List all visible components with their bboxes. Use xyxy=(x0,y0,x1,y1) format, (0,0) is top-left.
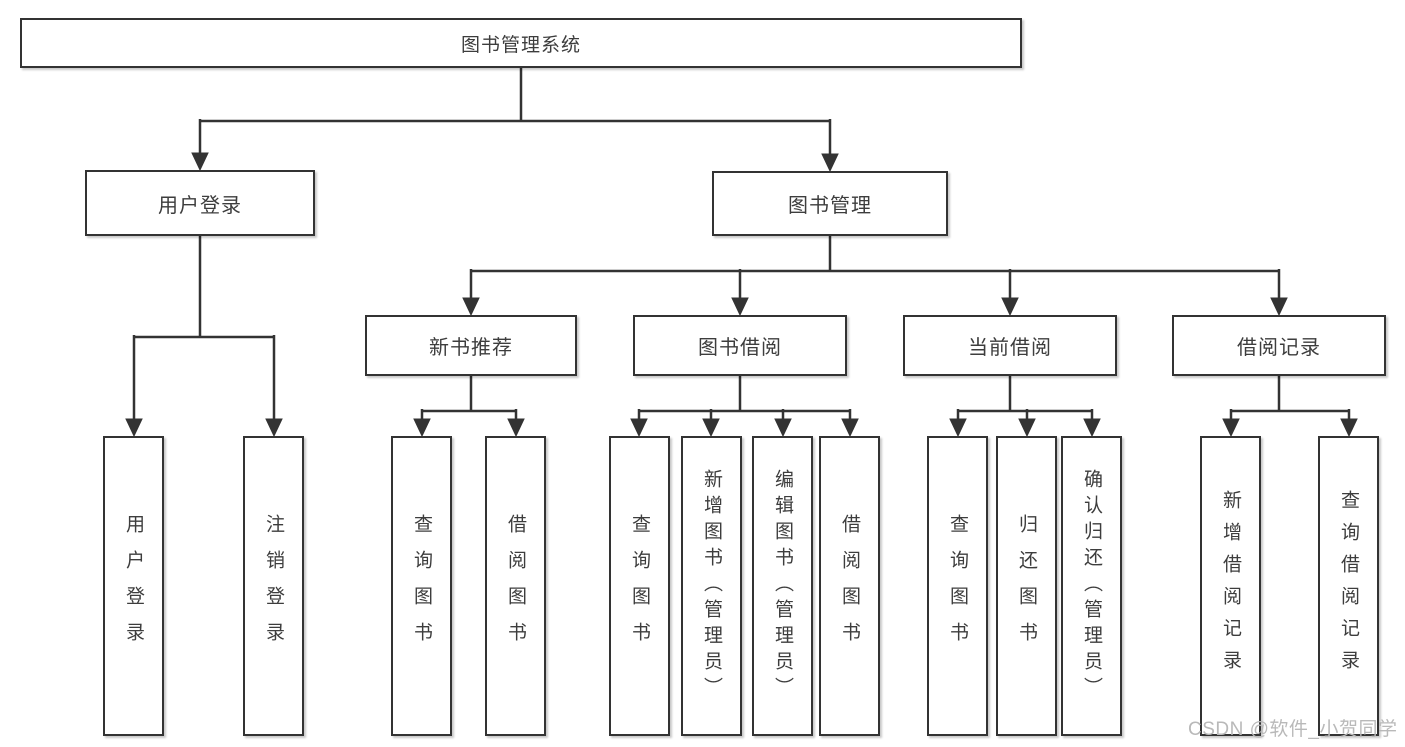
leaf-query-books-recommend: 查询图书 xyxy=(391,436,452,736)
node-label: 查询图书 xyxy=(411,514,432,658)
arrowhead-icon xyxy=(1001,297,1019,317)
connector-newbook-to-leaves xyxy=(413,376,525,438)
arrowhead-icon xyxy=(1083,418,1101,438)
connector-currentborrow-to-leaves xyxy=(949,376,1101,438)
arrowhead-icon xyxy=(1222,418,1240,438)
arrowhead-icon xyxy=(774,418,792,438)
connector-userlogin-to-leaves xyxy=(125,236,283,438)
leaf-query-books-borrow: 查询图书 xyxy=(609,436,670,736)
node-label: 借阅图书 xyxy=(505,514,526,658)
node-label: 归还图书 xyxy=(1016,514,1037,658)
node-label: 编辑图书（管理员） xyxy=(772,469,793,703)
node-label: 借阅记录 xyxy=(1237,337,1321,359)
leaf-logout: 注销登录 xyxy=(243,436,304,736)
leaf-confirm-return-admin: 确认归还（管理员） xyxy=(1061,436,1122,736)
arrowhead-icon xyxy=(630,418,648,438)
node-label: 确认归还（管理员） xyxy=(1081,469,1102,703)
leaf-query-books-current: 查询图书 xyxy=(927,436,988,736)
node-label: 注销登录 xyxy=(263,514,284,658)
node-label: 图书管理系统 xyxy=(460,34,581,56)
node-label: 查询图书 xyxy=(629,514,650,658)
connector-borrowrecords-to-leaves xyxy=(1222,376,1358,438)
connector-root-to-level2 xyxy=(191,68,839,173)
arrowhead-icon xyxy=(841,418,859,438)
node-root: 图书管理系统 xyxy=(20,18,1022,68)
arrowhead-icon xyxy=(702,418,720,438)
arrowhead-icon xyxy=(1018,418,1036,438)
node-label: 新书推荐 xyxy=(429,337,513,359)
arrowhead-icon xyxy=(265,418,283,438)
watermark: CSDN @软件_小贺同学 xyxy=(1188,719,1398,740)
node-user-login: 用户登录 xyxy=(85,170,315,236)
arrowhead-icon xyxy=(1340,418,1358,438)
node-label: 当前借阅 xyxy=(968,337,1052,359)
node-label: 新增图书（管理员） xyxy=(701,469,722,703)
arrowhead-icon xyxy=(949,418,967,438)
arrowhead-icon xyxy=(413,418,431,438)
leaf-edit-book-admin: 编辑图书（管理员） xyxy=(752,436,813,736)
leaf-return-book: 归还图书 xyxy=(996,436,1057,736)
leaf-borrow-books-recommend: 借阅图书 xyxy=(485,436,546,736)
node-label: 用户登录 xyxy=(158,194,242,217)
node-book-borrow: 图书借阅 xyxy=(633,315,847,376)
connector-bookborrow-to-leaves xyxy=(630,376,859,438)
leaf-query-borrow-record: 查询借阅记录 xyxy=(1318,436,1379,736)
leaf-add-borrow-record: 新增借阅记录 xyxy=(1200,436,1261,736)
leaf-borrow-books: 借阅图书 xyxy=(819,436,880,736)
arrowhead-icon xyxy=(731,297,749,317)
arrowhead-icon xyxy=(125,418,143,438)
leaf-add-book-admin: 新增图书（管理员） xyxy=(681,436,742,736)
node-label: 借阅图书 xyxy=(839,514,860,658)
node-label: 查询图书 xyxy=(947,514,968,658)
arrowhead-icon xyxy=(821,153,839,173)
leaf-user-login: 用户登录 xyxy=(103,436,164,736)
node-current-borrow: 当前借阅 xyxy=(903,315,1117,376)
arrowhead-icon xyxy=(462,297,480,317)
node-label: 图书管理 xyxy=(788,195,872,217)
node-new-book-recommend: 新书推荐 xyxy=(365,315,577,376)
node-borrow-records: 借阅记录 xyxy=(1172,315,1386,376)
connector-bookmgmt-to-level3 xyxy=(462,236,1288,317)
node-label: 新增借阅记录 xyxy=(1220,490,1241,682)
arrowhead-icon xyxy=(1270,297,1288,317)
arrowhead-icon xyxy=(191,152,209,172)
node-label: 用户登录 xyxy=(123,514,144,658)
node-label: 图书借阅 xyxy=(698,337,782,359)
node-book-management: 图书管理 xyxy=(712,171,948,236)
node-label: 查询借阅记录 xyxy=(1338,490,1359,682)
arrowhead-icon xyxy=(507,418,525,438)
